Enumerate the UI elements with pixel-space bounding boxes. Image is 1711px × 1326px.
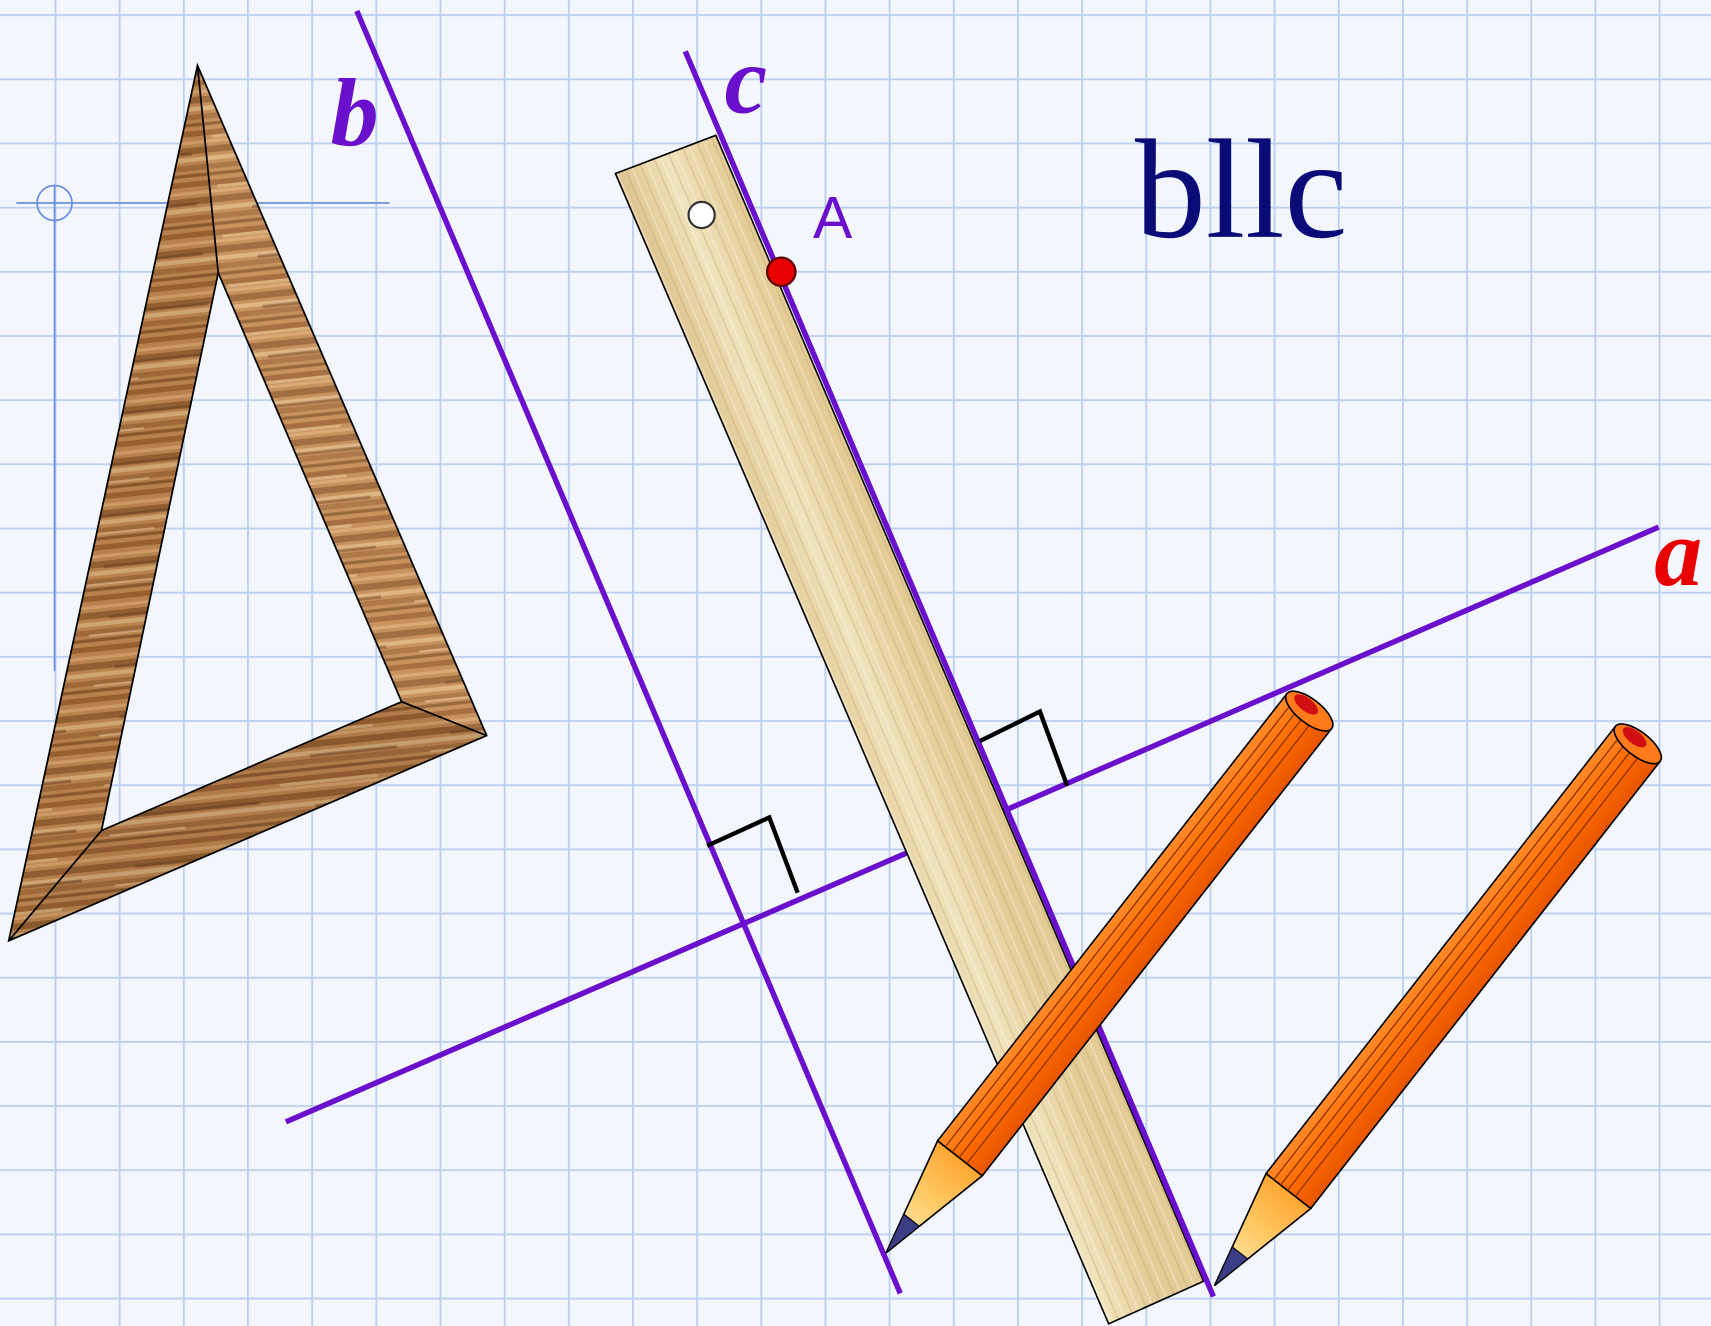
set-square-left-face <box>8 65 219 941</box>
set-square-bevel-lines <box>8 65 487 942</box>
set-square-bottom-face <box>8 701 487 941</box>
pencil-end-core <box>1622 727 1647 748</box>
pencil-lead <box>1214 1246 1249 1287</box>
set-square <box>7 62 488 943</box>
set-square-bottom-shade <box>8 701 487 941</box>
line-c-label: c <box>725 26 768 133</box>
pencil <box>885 690 1334 1254</box>
right-angle-mark-ab <box>706 814 800 894</box>
crosshair-circle <box>36 184 73 222</box>
set-square-inner-edge <box>100 269 403 832</box>
parallel-statement: bllc <box>1135 111 1348 268</box>
point-A-label: A <box>813 186 853 251</box>
set-square-outer-edge <box>7 62 488 943</box>
point-A <box>766 256 797 288</box>
pencil-facet-lines <box>1273 731 1646 1197</box>
ruler-hole <box>687 200 716 230</box>
line-b-label: b <box>331 59 379 166</box>
pencil <box>1213 723 1663 1287</box>
line-a-label: a <box>1654 499 1702 606</box>
set-square-left-shade <box>8 65 219 941</box>
pencil-lead <box>885 1213 921 1254</box>
line-b <box>354 9 903 1295</box>
pencil-end-core <box>1294 694 1319 715</box>
right-angle-mark-ac <box>978 708 1070 787</box>
pencil-facet-lines <box>944 699 1317 1165</box>
